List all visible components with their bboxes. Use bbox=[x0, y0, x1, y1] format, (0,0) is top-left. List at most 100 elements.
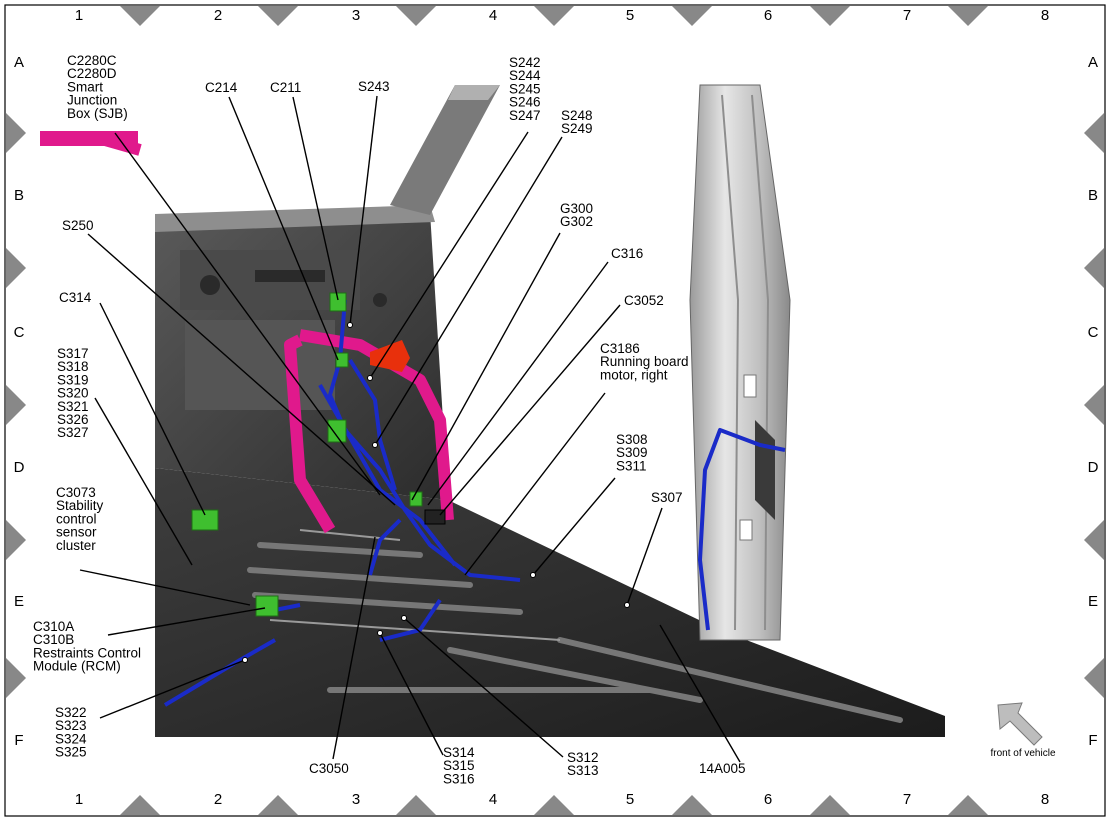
leader-line bbox=[464, 392, 606, 576]
callout-line: G302 bbox=[560, 214, 593, 229]
connector-c211 bbox=[329, 292, 347, 312]
splice-marker bbox=[347, 322, 353, 328]
callout-line: C2280C bbox=[67, 53, 117, 68]
callout-line: C310A bbox=[33, 619, 74, 634]
leader-line bbox=[349, 95, 378, 326]
window-frame bbox=[155, 205, 435, 232]
connector-c3186 bbox=[327, 419, 347, 443]
leader-line bbox=[107, 607, 266, 636]
splice-marker bbox=[372, 442, 378, 448]
border-frame bbox=[4, 4, 1106, 817]
leader-line bbox=[228, 96, 339, 361]
callout-c3050: C3050 bbox=[309, 761, 349, 776]
red-component bbox=[370, 340, 410, 372]
border-tick bbox=[6, 248, 26, 288]
grid-column-label: 8 bbox=[1041, 791, 1049, 808]
leader-line bbox=[332, 536, 376, 760]
callout-line: 14A005 bbox=[699, 761, 746, 776]
grid-row-label: E bbox=[14, 593, 24, 610]
callout-line: Running board bbox=[600, 354, 689, 369]
floor-ribs bbox=[247, 542, 903, 723]
callout-line: S314 bbox=[443, 745, 475, 760]
border-tick bbox=[948, 795, 988, 815]
border-tick bbox=[810, 795, 850, 815]
callout-line: C211 bbox=[270, 80, 301, 95]
border-tick bbox=[120, 6, 160, 26]
panel-hole bbox=[200, 275, 220, 295]
connector-c310 bbox=[255, 595, 279, 617]
grid-column-label: 7 bbox=[903, 791, 911, 808]
b-pillar bbox=[689, 84, 791, 641]
callout-line: S322 bbox=[55, 705, 87, 720]
callout-line: S320 bbox=[57, 386, 89, 401]
callout-line: S309 bbox=[616, 445, 648, 460]
grid-row-label: A bbox=[14, 54, 24, 71]
grid-row-label: F bbox=[1088, 732, 1097, 749]
grid-row-label: E bbox=[1088, 593, 1098, 610]
front-arrow-icon bbox=[997, 702, 1043, 746]
border-tick bbox=[672, 795, 712, 815]
leader-line bbox=[292, 96, 339, 301]
grid-column-label: 6 bbox=[764, 7, 772, 24]
border-tick bbox=[258, 795, 298, 815]
border-tick bbox=[1084, 520, 1104, 560]
callout-line: Restraints Control bbox=[33, 645, 141, 660]
border-tick bbox=[120, 795, 160, 815]
blue-harness-main bbox=[318, 299, 521, 642]
splice-marker bbox=[377, 630, 383, 636]
callout-line: C3073 bbox=[56, 485, 96, 500]
grid-row-label: D bbox=[1088, 459, 1099, 476]
b-pillar-detail bbox=[721, 94, 770, 631]
grid-column-label: 5 bbox=[626, 7, 634, 24]
border-tick bbox=[948, 6, 988, 26]
connectors bbox=[191, 292, 446, 617]
center-pillar-edge bbox=[448, 85, 500, 100]
leader-line bbox=[379, 632, 444, 756]
leader-line bbox=[659, 624, 741, 763]
blue-harness-pillar bbox=[698, 428, 786, 631]
connector-c3052 bbox=[424, 509, 446, 525]
callout-c316: C316 bbox=[611, 246, 643, 261]
callout-line: Smart bbox=[67, 79, 103, 94]
border-tick bbox=[396, 795, 436, 815]
border-tick bbox=[534, 6, 574, 26]
border-tick bbox=[1084, 385, 1104, 425]
callout-line: C310B bbox=[33, 632, 74, 647]
border-tick bbox=[6, 385, 26, 425]
callout-line: S308 bbox=[616, 432, 648, 447]
callout-line: S327 bbox=[57, 425, 89, 440]
grid-row-label: D bbox=[14, 459, 25, 476]
callout-s243: S243 bbox=[358, 79, 390, 94]
leader-line bbox=[87, 233, 396, 506]
grid-column-label: 4 bbox=[489, 7, 497, 24]
grid-row-label: A bbox=[1088, 54, 1098, 71]
blue-harness-rcm bbox=[163, 603, 301, 707]
callout-line: S242 bbox=[509, 55, 541, 70]
border-tick bbox=[6, 520, 26, 560]
leader-line bbox=[99, 302, 206, 516]
grid-column-label: 1 bbox=[75, 791, 83, 808]
front-of-vehicle-indicator: front of vehicle bbox=[990, 702, 1056, 759]
grid-column-label: 8 bbox=[1041, 7, 1049, 24]
callout-line: C3186 bbox=[600, 341, 640, 356]
callout-line: C316 bbox=[611, 246, 643, 261]
callout-s250: S250 bbox=[62, 218, 94, 233]
callout-line: S315 bbox=[443, 758, 475, 773]
border-tick bbox=[6, 658, 26, 698]
callout-c3052: C3052 bbox=[624, 293, 664, 308]
splice-marker bbox=[242, 657, 248, 663]
connector-c314 bbox=[191, 509, 219, 531]
leader-line bbox=[99, 659, 246, 719]
callout-line: S319 bbox=[57, 372, 89, 387]
callout-line: S246 bbox=[509, 95, 541, 110]
leader-line bbox=[439, 304, 621, 516]
pink-harness-segment bbox=[40, 131, 138, 146]
